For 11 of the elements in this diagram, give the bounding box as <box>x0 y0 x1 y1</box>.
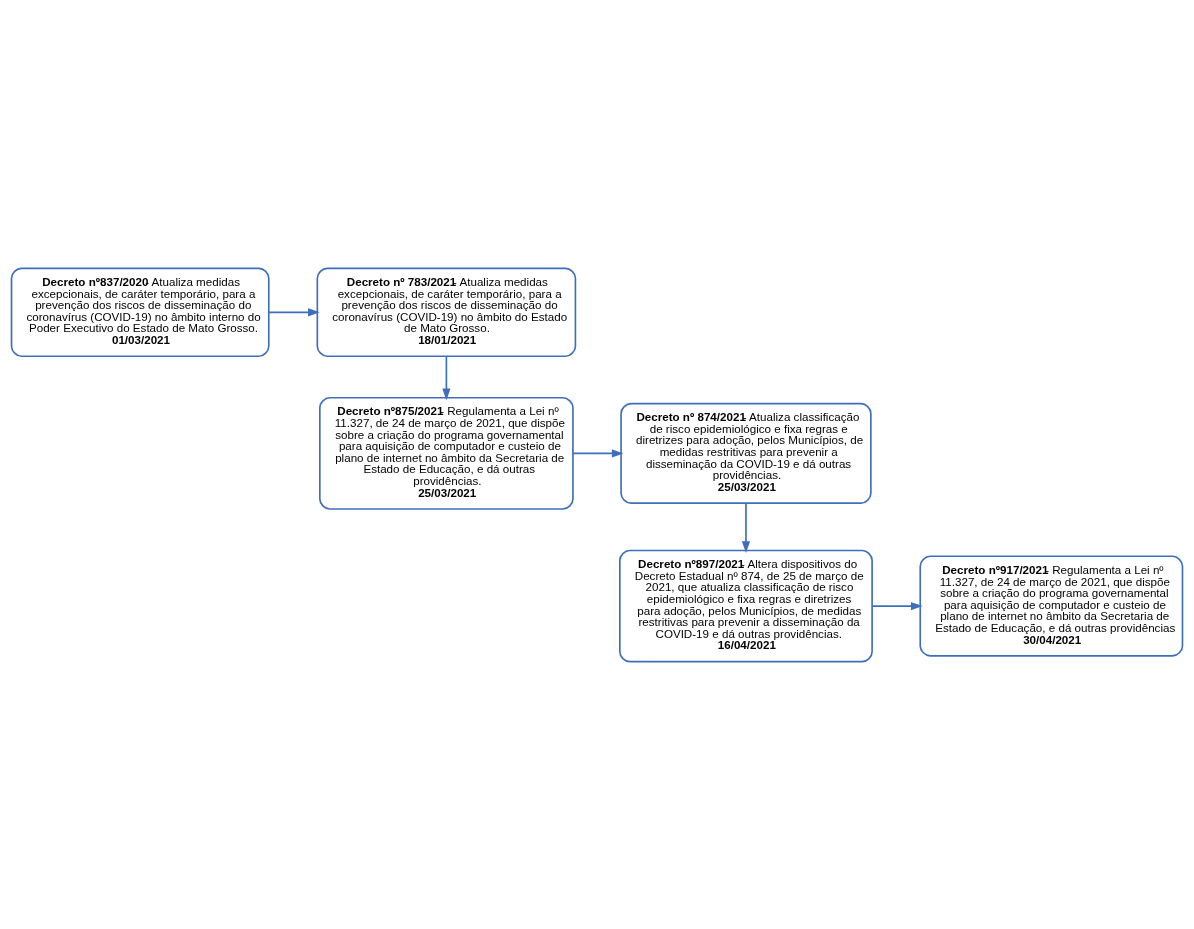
arrow <box>741 501 751 553</box>
arrow <box>572 448 624 457</box>
node-box: Decreto nº875/2021- Regulamenta a Lei nº 11.327, de 24 de março de 2021, que dispõe sobre a criação do programa governamental para aquisição de computador e custeio de plano de internet no âmbito da Secretaria de Estado de Educação, e dá outras providências. 25/03/2021 <box>319 396 574 510</box>
node-box: Decreto nº897/2021- Altera dispositivos do Decreto Estadual nº 874, de 25 de março de 2021, que atualiza classificação de risco epidemiológico e fixa regras e diretrizes para adoção, pelos Municípios, de medidas restritivas para prevenir a disseminação da COVID-19 e dá outras providências. 16/04/2021 <box>619 549 873 662</box>
node-box: Decreto nº 783/2021- Atualiza medidas excepcionais, de caráter temporário, para a prevenção dos riscos de disseminação do coronavírus (COVID-19) no âmbito do Estado de Mato Grosso. 18/01/2021 <box>316 267 577 357</box>
node-box: Decreto nº917/2021- Regulamenta a Lei nº 11.327, de 24 de março de 2021, que dispõe sobre a criação do programa governamental para aquisição de computador e custeio de plano de internet no âmbito da Secretaria de Estado de Educação, e dá outras providências 30/04/2021 <box>919 554 1184 657</box>
node-box: Decreto nº837/2020- Atualiza medidas excepcionais, de caráter temporário, para a prevenção dos riscos de disseminação do coronavírus (COVID-19) no âmbito interno do Poder Executivo do Estado de Mato Grosso. 01/03/2021 <box>10 267 270 357</box>
arrow <box>268 307 320 316</box>
arrow <box>442 355 451 400</box>
arrow <box>871 601 923 610</box>
node-box: Decreto nº 874/2021- Atualiza classificação de risco epidemiológico e fixa regras e diretrizes para adoção, pelos Municípios, de medidas restritivas para prevenir a disseminação da COVID-19 e dá outras providências. 25/03/2021 <box>620 402 872 504</box>
